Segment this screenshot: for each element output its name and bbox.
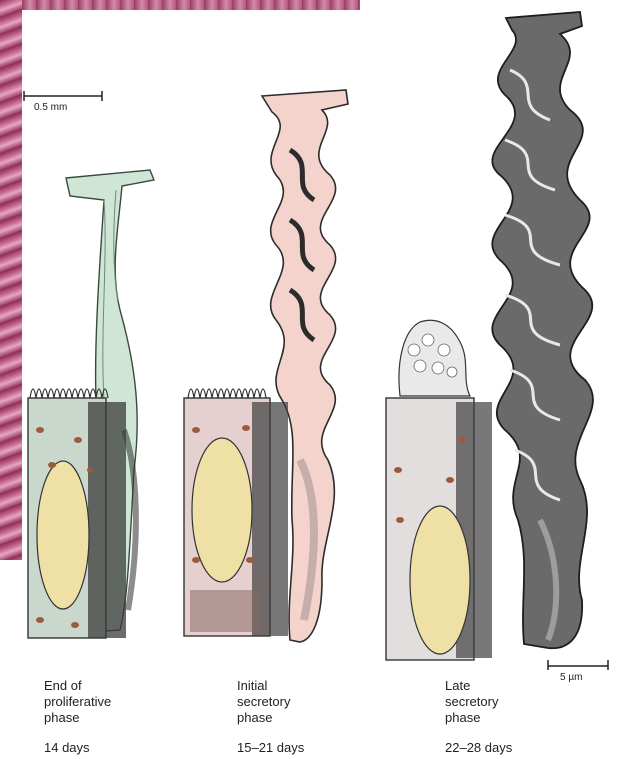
- phase-days-late-secretory: 22–28 days: [445, 740, 512, 755]
- scale-bar-mm: [24, 91, 102, 101]
- scale-label-um: 5 µm: [560, 672, 582, 683]
- phase-days-initial-secretory: 15–21 days: [237, 740, 304, 755]
- scale-label-mm: 0.5 mm: [34, 102, 67, 113]
- gland-late-secretory: [492, 12, 593, 648]
- cell-proliferative: [28, 389, 126, 638]
- phase-caption-initial-secretory: Initial secretory phase: [237, 678, 290, 726]
- cell-initial-secretory: [184, 389, 288, 636]
- phase-days-proliferative: 14 days: [44, 740, 90, 755]
- scale-bar-um: [548, 660, 608, 670]
- phase-caption-proliferative: End of proliferative phase: [44, 678, 111, 726]
- cell-late-secretory: [386, 320, 492, 660]
- phase-caption-late-secretory: Late secretory phase: [445, 678, 498, 726]
